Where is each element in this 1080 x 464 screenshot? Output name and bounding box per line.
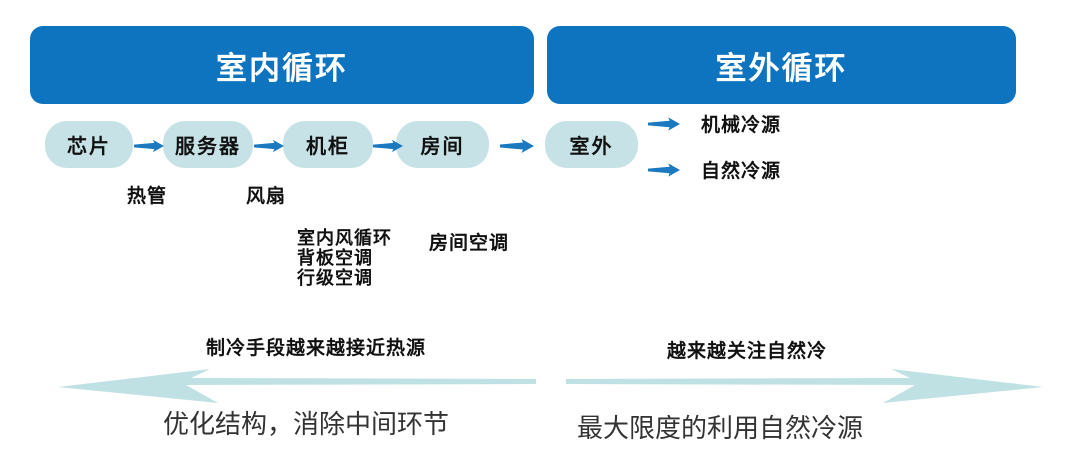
cabinet-cooling-methods: 室内风循环 背板空调 行级空调 [297, 228, 392, 288]
label-natural-cold-source: 自然冷源 [701, 161, 782, 182]
cabinet-method-line: 背板空调 [297, 248, 373, 268]
right-summary-text: 最大限度的利用自然冷源 [577, 414, 864, 443]
big-right-arrow-icon [566, 369, 1043, 403]
node-cabinet-label: 机柜 [306, 136, 350, 158]
cabinet-method-line: 行级空调 [297, 268, 373, 288]
label-mechanical-cold-source: 机械冷源 [701, 115, 782, 136]
flow-arrow-icon [373, 139, 403, 153]
branch-arrow-icon [648, 117, 680, 131]
outdoor-loop-header: 室外循环 [547, 26, 1016, 104]
indoor-loop-title: 室内循环 [216, 50, 348, 86]
big-left-arrow-icon [58, 369, 536, 403]
label-room-ac: 房间空调 [429, 233, 510, 254]
node-outdoor: 室外 [545, 121, 638, 168]
node-cabinet: 机柜 [283, 121, 373, 168]
label-fan: 风扇 [246, 186, 287, 207]
node-room-label: 房间 [420, 136, 465, 158]
node-server-label: 服务器 [175, 136, 241, 158]
flow-arrow-icon [500, 139, 534, 153]
cabinet-method-line: 室内风循环 [297, 228, 392, 248]
indoor-loop-header: 室内循环 [30, 26, 534, 104]
left-trend-caption: 制冷手段越来越接近热源 [206, 338, 427, 359]
label-heat-pipe: 热管 [127, 186, 168, 207]
node-outdoor-label: 室外 [569, 136, 614, 158]
left-summary-text: 优化结构，消除中间环节 [163, 410, 450, 439]
node-chip-label: 芯片 [67, 136, 111, 158]
branch-arrow-icon [648, 163, 680, 177]
node-server: 服务器 [163, 121, 253, 168]
flow-arrow-icon [254, 139, 284, 153]
right-trend-caption: 越来越关注自然冷 [667, 341, 828, 362]
outdoor-loop-title: 室外循环 [715, 50, 848, 86]
node-room: 房间 [396, 121, 489, 168]
node-chip: 芯片 [45, 121, 133, 168]
flow-arrow-icon [134, 139, 164, 153]
